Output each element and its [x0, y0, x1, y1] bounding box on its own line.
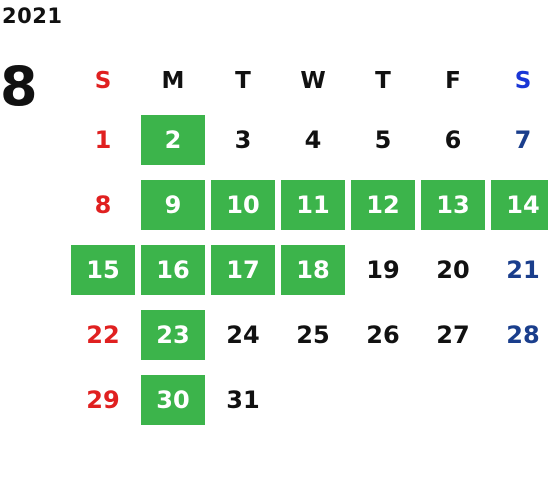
- day-cell[interactable]: 24: [226, 320, 260, 349]
- day-cell-highlighted[interactable]: 15: [71, 244, 135, 295]
- weekday-saturday: S: [514, 68, 532, 94]
- day-cell[interactable]: 22: [86, 320, 120, 349]
- day-cell[interactable]: 26: [366, 320, 400, 349]
- day-cell-highlighted[interactable]: 10: [211, 179, 275, 230]
- day-cell[interactable]: 19: [366, 255, 400, 284]
- day-cell-highlighted[interactable]: 2: [141, 114, 205, 165]
- weekday-header-row: S M T W T F S: [71, 55, 548, 107]
- weekday-friday: F: [445, 68, 461, 94]
- day-cell[interactable]: 4: [304, 125, 322, 154]
- day-cell-highlighted[interactable]: 11: [281, 179, 345, 230]
- day-cell-highlighted[interactable]: 30: [141, 374, 205, 425]
- day-cell-highlighted[interactable]: 16: [141, 244, 205, 295]
- weekday-wednesday: W: [300, 68, 326, 94]
- day-cell[interactable]: 28: [506, 320, 540, 349]
- day-cell-highlighted[interactable]: 14: [491, 179, 548, 230]
- day-cell[interactable]: 1: [94, 125, 112, 154]
- day-cell[interactable]: 3: [234, 125, 252, 154]
- day-cell-highlighted[interactable]: 12: [351, 179, 415, 230]
- day-cell[interactable]: 7: [514, 125, 532, 154]
- day-cell-highlighted[interactable]: 9: [141, 179, 205, 230]
- day-cell[interactable]: 20: [436, 255, 470, 284]
- day-cell[interactable]: 8: [94, 190, 112, 219]
- weekday-sunday: S: [94, 68, 112, 94]
- weekday-thursday: T: [375, 68, 391, 94]
- year-label: 2021: [2, 4, 63, 28]
- day-cell-highlighted[interactable]: 17: [211, 244, 275, 295]
- week-row: 22 23 24 25 26 27 28: [71, 302, 548, 367]
- day-cell[interactable]: 6: [444, 125, 462, 154]
- day-cell-highlighted[interactable]: 13: [421, 179, 485, 230]
- day-cell[interactable]: 21: [506, 255, 540, 284]
- day-cell[interactable]: 29: [86, 385, 120, 414]
- day-cell[interactable]: 31: [226, 385, 260, 414]
- day-cell-highlighted[interactable]: 18: [281, 244, 345, 295]
- month-number: 8: [0, 55, 38, 118]
- week-row: 29 30 31: [71, 367, 548, 432]
- day-cell-highlighted[interactable]: 23: [141, 309, 205, 360]
- day-cell[interactable]: 25: [296, 320, 330, 349]
- weekday-tuesday: T: [235, 68, 251, 94]
- weekday-monday: M: [161, 68, 185, 94]
- day-cell[interactable]: 5: [374, 125, 392, 154]
- day-cell[interactable]: 27: [436, 320, 470, 349]
